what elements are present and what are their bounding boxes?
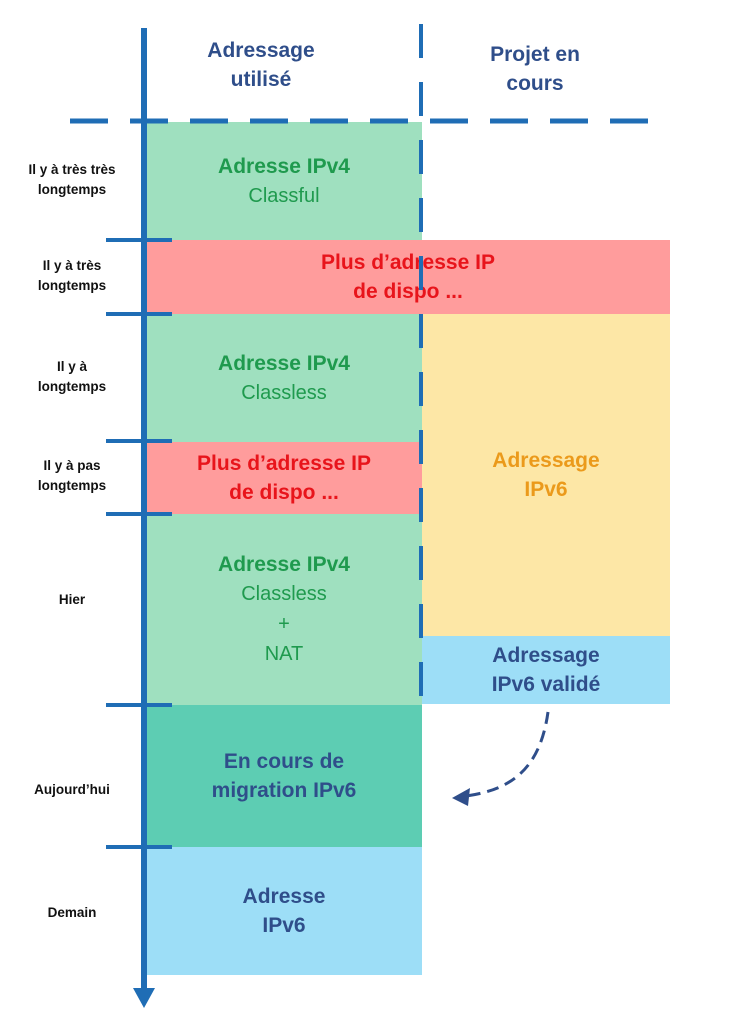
period-label-7: Demain [14,893,130,933]
shortage-1-line2: de dispo ... [353,280,463,303]
period-3-line2: longtemps [37,379,107,394]
ipv4-nat-line2: Classless [241,583,327,605]
period-7-line1: Demain [47,905,97,920]
ipv6-validated-line1: Adressage [492,644,600,667]
ipv4-nat-line4: NAT [264,643,304,665]
ipv4-nat-line3: + [278,613,290,635]
ipv4-classful-subtitle: Classful [248,184,320,207]
ipv4-classless-title: Adresse IPv4 [218,351,350,375]
period-1-line1: Il y à très très [28,162,116,177]
ipv4-nat-title: Adresse IPv4 [218,553,350,576]
period-4-line1: Il y à pas [43,458,101,473]
period-label-3: Il y à longtemps [14,347,130,407]
migration-block: En cours de migration IPv6 [146,705,422,847]
period-5-line1: Hier [58,592,86,607]
ipv6-project-line1: Adressage [492,449,600,472]
ipv4-classless-block: Adresse IPv4 Classless [146,314,422,442]
period-2-line2: longtemps [37,278,107,293]
ipv4-classful-title: Adresse IPv4 [218,154,350,178]
header-project-line2: cours [506,72,564,95]
period-6-line1: Aujourd’hui [34,782,110,797]
ip-shortage-banner-2: Plus d’adresse IP de dispo ... [146,442,422,514]
ipv4-classful-block: Adresse IPv4 Classful [146,122,422,240]
shortage-2-line2: de dispo ... [229,481,339,504]
header-used-line1: Adressage [207,39,315,62]
ipv6-future-line2: IPv6 [262,914,306,937]
header-used-addressing: Adressage utilisé [170,36,352,94]
period-label-6: Aujourd’hui [14,770,130,810]
ipv6-validated-line2: IPv6 validé [491,673,601,696]
period-2-line1: Il y à très [42,258,102,273]
period-ticks [106,238,172,849]
period-label-1: Il y à très très longtemps [14,150,130,210]
shortage-2-line1: Plus d’adresse IP [197,452,371,475]
period-3-line1: Il y à [56,359,88,374]
migration-line2: migration IPv6 [211,779,357,802]
migration-line1: En cours de [223,750,345,773]
ipv6-future-line1: Adresse [242,885,326,908]
period-label-4: Il y à pas longtemps [14,446,130,506]
ipv6-future-block: Adresse IPv6 [146,847,422,975]
header-project-line1: Projet en [490,43,580,66]
ipv6-project-block: Adressage IPv6 [422,314,670,636]
period-label-2: Il y à très longtemps [14,246,130,306]
period-1-line2: longtemps [37,182,107,197]
header-project: Projet en cours [450,40,620,98]
header-used-line2: utilisé [230,68,292,91]
migration-arrow-head [452,788,470,806]
period-label-5: Hier [14,580,130,620]
shortage-1-line1: Plus d’adresse IP [321,251,495,274]
ipv6-project-line2: IPv6 [524,478,568,501]
time-axis-arrowhead [133,988,155,1008]
ip-shortage-banner-1: Plus d’adresse IP de dispo ... [146,240,670,314]
ipv4-classless-subtitle: Classless [241,381,327,404]
migration-arrow [465,711,550,798]
ipv4-classless-nat-block: Adresse IPv4 Classless + NAT [146,514,422,705]
ipv6-validated-block: Adressage IPv6 validé [422,636,670,704]
period-4-line2: longtemps [37,478,107,493]
